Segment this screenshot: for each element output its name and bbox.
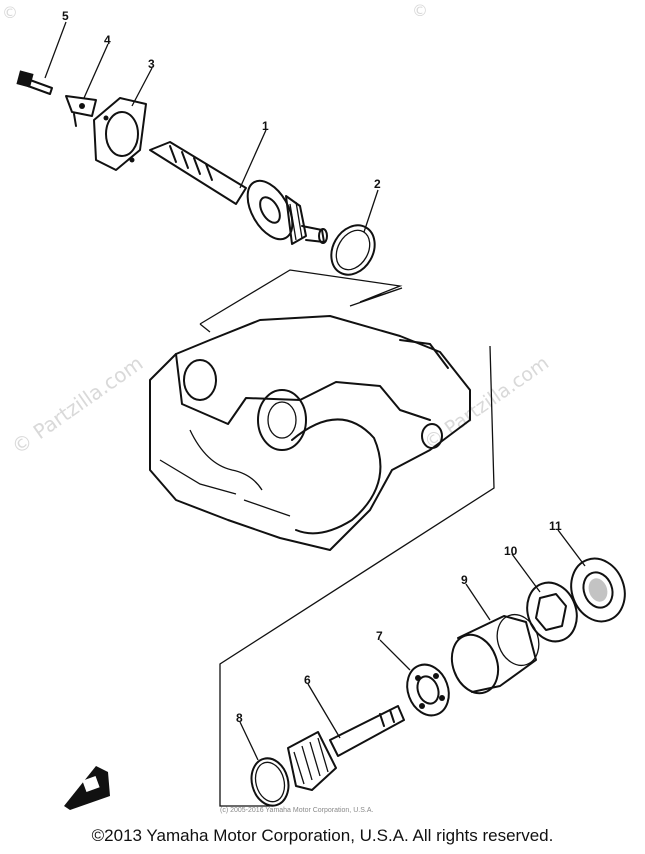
front-arrow-icon xyxy=(64,766,110,810)
label-6: 6 xyxy=(304,673,311,687)
part-7-bearing xyxy=(406,663,450,717)
part-5-bolt xyxy=(16,70,53,95)
watermark-left: © Partzilla.com xyxy=(7,351,147,459)
watermark-top-right: © xyxy=(412,1,428,20)
label-11: 11 xyxy=(549,519,562,533)
lower-alignment-frame xyxy=(219,345,495,807)
copyright-notice: ©2013 Yamaha Motor Corporation, U.S.A. A… xyxy=(91,826,554,845)
part-4-clip xyxy=(65,95,97,127)
leader-lines xyxy=(44,21,586,761)
fine-print: (c) 2005-2016 Yamaha Motor Corporation, … xyxy=(220,807,373,814)
part-1-shaft xyxy=(149,141,328,245)
part-9-sleeve xyxy=(450,613,540,695)
watermark-right: © Partzilla.com xyxy=(420,352,553,454)
part-11-seal xyxy=(570,557,626,623)
watermark-top-left: © xyxy=(2,3,18,22)
part-6-pinion-shaft xyxy=(287,705,405,791)
part-10-nut xyxy=(526,581,578,643)
crankcase xyxy=(149,315,471,551)
label-8: 8 xyxy=(236,711,243,725)
label-10: 10 xyxy=(504,544,518,558)
label-4: 4 xyxy=(104,33,111,47)
label-7: 7 xyxy=(376,629,383,643)
label-5: 5 xyxy=(62,9,69,23)
part-8-o-ring xyxy=(250,757,290,807)
label-2: 2 xyxy=(374,177,381,191)
label-3: 3 xyxy=(148,57,155,71)
label-1: 1 xyxy=(262,119,269,133)
part-3-gasket xyxy=(93,97,147,171)
upper-alignment-frame xyxy=(199,269,403,333)
part-2-o-ring xyxy=(330,224,376,276)
part-number-labels: 5 4 3 1 2 11 10 9 7 6 8 xyxy=(62,9,562,725)
label-9: 9 xyxy=(461,573,468,587)
